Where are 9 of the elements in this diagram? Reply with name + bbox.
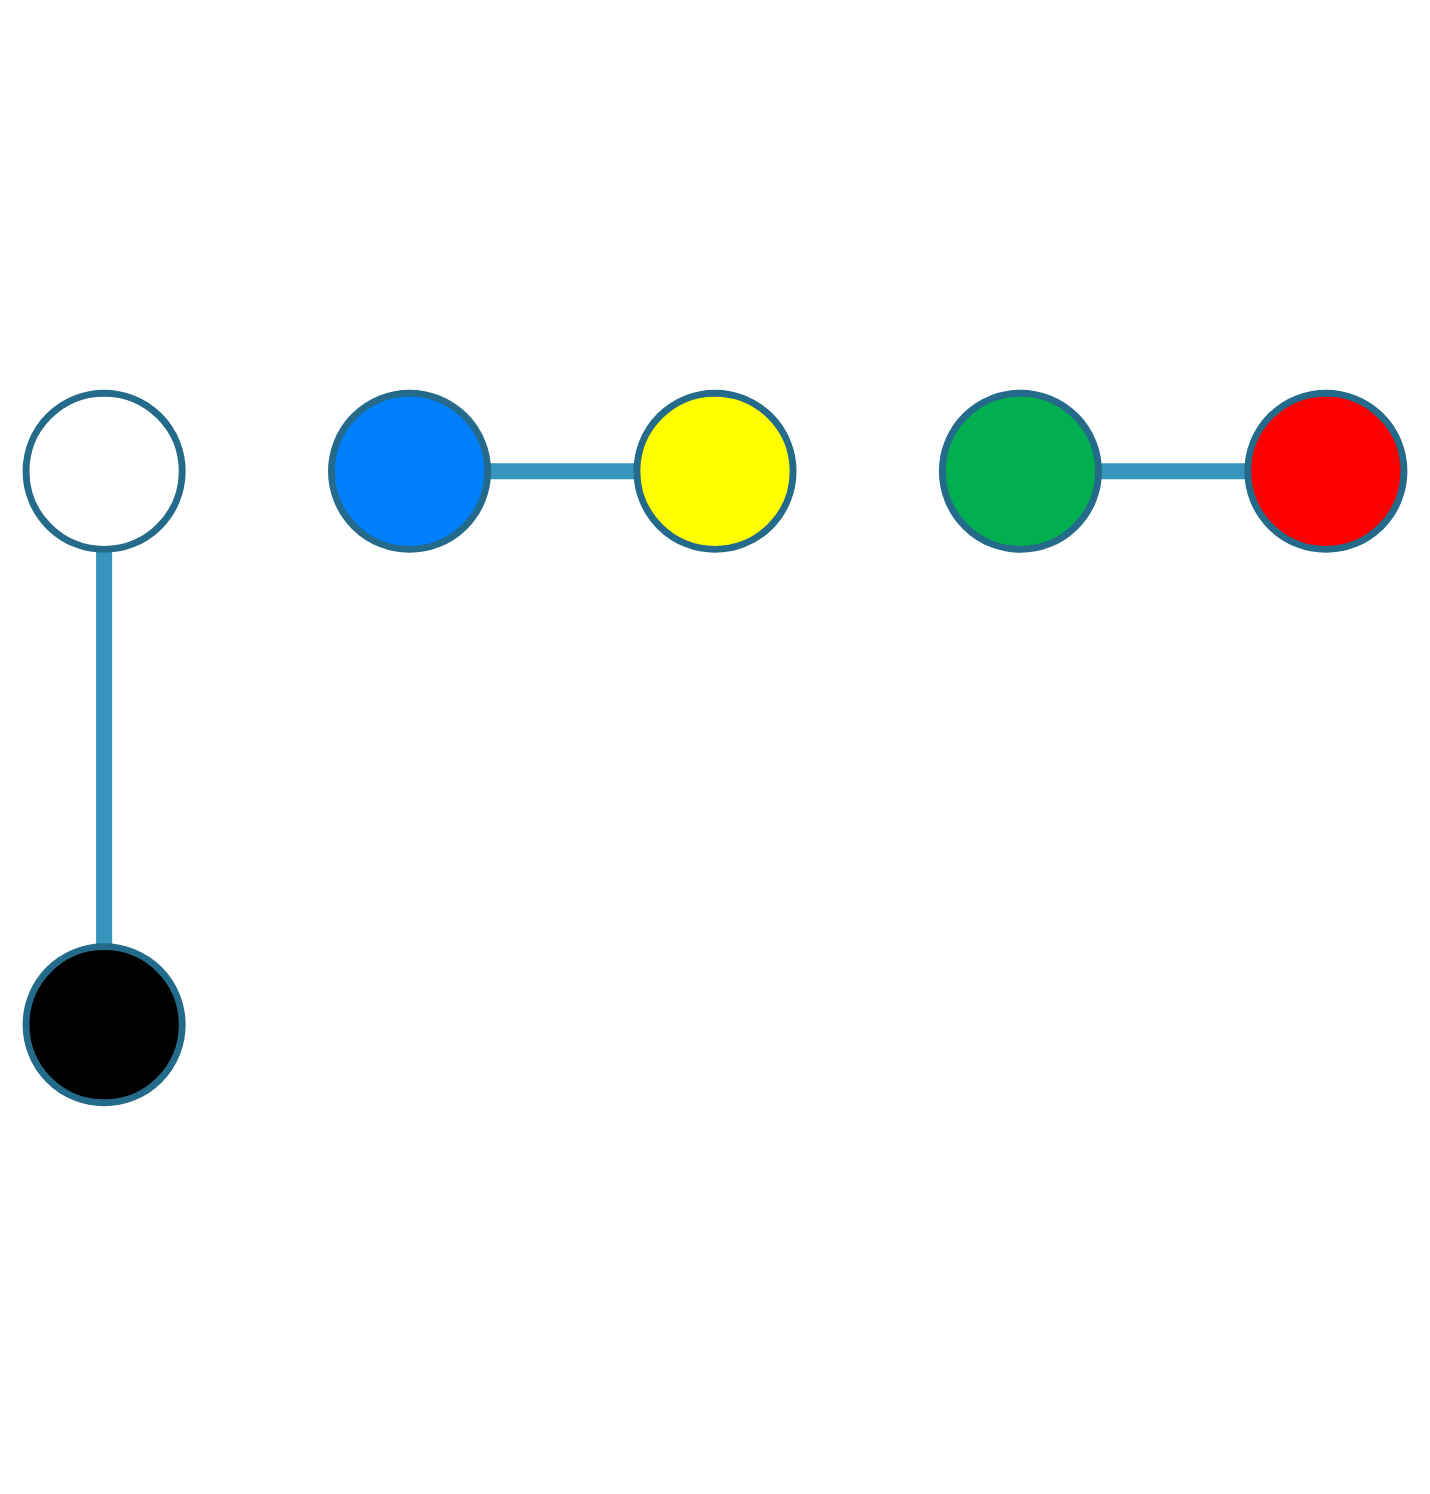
node-circle [938, 388, 1102, 552]
node-circle [22, 388, 186, 552]
node-circle [1244, 388, 1408, 552]
node-circle [22, 942, 186, 1106]
node-circle [328, 388, 492, 552]
connector [96, 548, 113, 945]
node-circle [633, 388, 797, 552]
connector [487, 462, 637, 479]
connector [1098, 462, 1248, 479]
